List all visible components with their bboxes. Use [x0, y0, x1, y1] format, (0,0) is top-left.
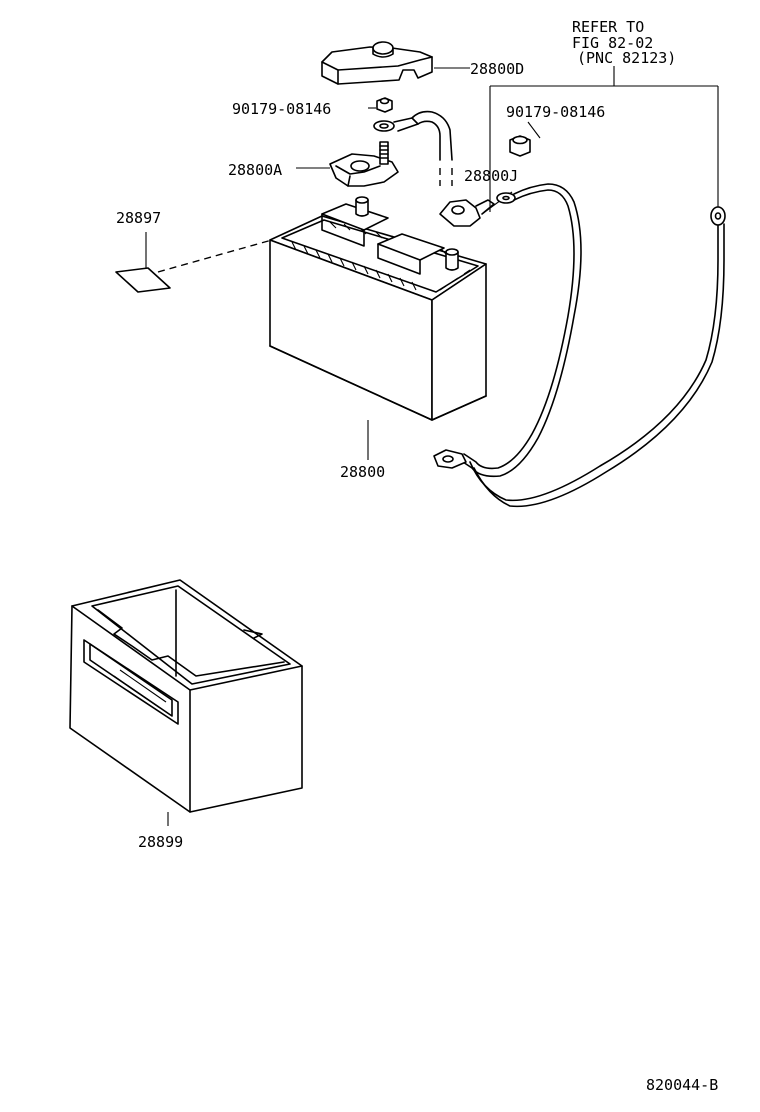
leader-nut-right — [527, 121, 541, 139]
refer-note-line1: REFER TO — [572, 18, 644, 36]
label-28800d: 28800D — [470, 60, 524, 78]
positive-terminal-clamp — [329, 141, 399, 187]
figure-code: 820044-B — [646, 1076, 718, 1094]
ground-cable — [433, 183, 726, 508]
battery-tray — [69, 579, 303, 813]
terminal-cover — [321, 41, 433, 85]
sticker-location-line — [157, 235, 287, 273]
label-28800j: 28800J — [464, 167, 518, 185]
positive-cable — [373, 110, 453, 186]
label-28800a: 28800A — [228, 161, 282, 179]
label-28800: 28800 — [340, 463, 385, 481]
label-28899: 28899 — [138, 833, 183, 851]
refer-bracket — [489, 66, 719, 212]
refer-note-line3: (PNC 82123) — [577, 49, 676, 67]
label-nut-right: 90179-08146 — [506, 103, 605, 121]
refer-note-line2: FIG 82-02 — [572, 34, 653, 52]
battery — [269, 196, 487, 421]
hex-nut-left — [376, 97, 393, 113]
label-nut-left: 90179-08146 — [232, 100, 331, 118]
label-28897: 28897 — [116, 209, 161, 227]
hex-nut-right — [509, 135, 531, 157]
caution-label-sticker — [115, 267, 171, 293]
negative-terminal-clamp — [439, 199, 495, 227]
